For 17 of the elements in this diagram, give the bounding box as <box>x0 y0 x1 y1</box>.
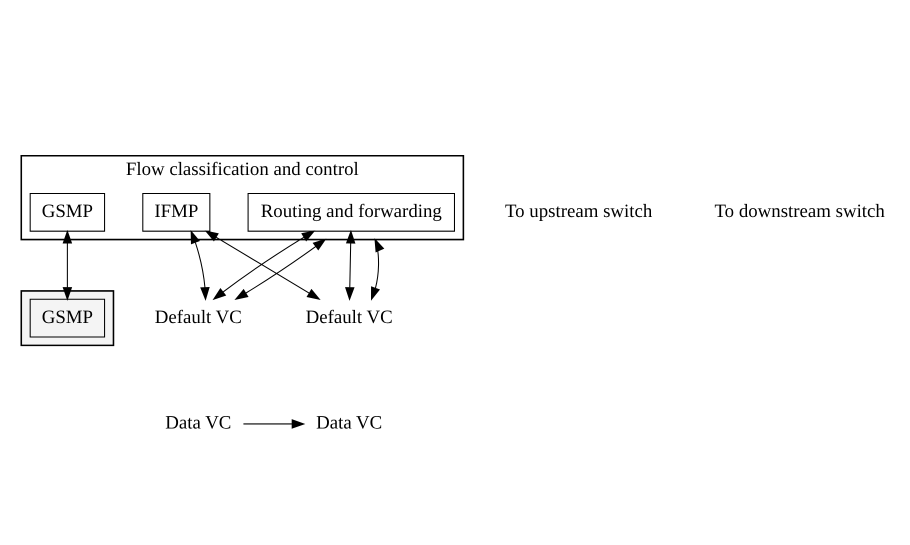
node-text: Default VC <box>154 306 242 328</box>
label: To upstream switch <box>504 200 652 222</box>
arrow <box>345 230 356 301</box>
arrow <box>190 230 210 301</box>
node-text: Default VC <box>306 306 393 328</box>
node-text: Data VC <box>316 412 382 434</box>
cluster <box>20 290 114 346</box>
arrow <box>243 419 306 429</box>
node-text: Data VC <box>165 412 232 434</box>
node-box: GSMP <box>30 192 106 232</box>
node-box: GSMP <box>30 298 106 338</box>
node-box: Routing and forwarding <box>248 192 455 232</box>
label: To downstream switch <box>714 200 885 222</box>
arrow <box>62 230 72 301</box>
arrow <box>371 238 384 301</box>
arrow <box>234 238 326 300</box>
node-box: IFMP <box>142 192 210 232</box>
